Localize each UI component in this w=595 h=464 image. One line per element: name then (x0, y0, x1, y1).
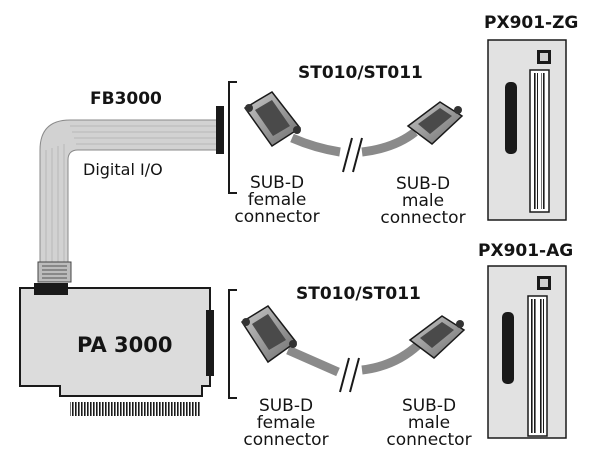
px901-zg-label: PX901-ZG (484, 13, 579, 33)
db-male-connector-icon (406, 101, 464, 145)
caption-line: female (256, 413, 316, 433)
male-connector-top-caption: SUB-D male connector (368, 176, 478, 227)
pa3000-label: PA 3000 (77, 333, 173, 357)
caption-line: SUB-D (249, 173, 305, 193)
bottom-cable (240, 305, 466, 393)
caption-line: connector (234, 207, 320, 227)
caption-line: SUB-D (258, 396, 314, 416)
digital-io-label: Digital I/O (83, 160, 163, 179)
px901-ag-board (487, 265, 567, 439)
caption-line: SUB-D (395, 174, 451, 194)
cable-break-icon (339, 357, 350, 393)
db-female-connector-icon (243, 91, 302, 148)
px901-zg-board (487, 39, 567, 221)
terminal-block-icon (529, 69, 550, 213)
top-slot-bracket (216, 81, 237, 194)
caption-line: male (407, 413, 451, 433)
male-connector-bottom-caption: SUB-D male connector (374, 398, 484, 449)
terminal-block-icon (527, 295, 548, 437)
caption-line: connector (386, 430, 472, 450)
caption-line: connector (243, 430, 329, 450)
caption-line: connector (380, 208, 466, 228)
st-top-label: ST010/ST011 (298, 63, 423, 83)
db-female-connector-icon (240, 305, 298, 364)
female-connector-bottom-caption: SUB-D female connector (231, 398, 341, 449)
female-connector-top-caption: SUB-D female connector (222, 175, 332, 226)
fb3000-label: FB3000 (90, 89, 162, 109)
fb3000-ribbon-cable (37, 119, 219, 283)
st-bottom-label: ST010/ST011 (296, 284, 421, 304)
cable-break-icon (342, 137, 353, 173)
top-cable (243, 91, 464, 173)
caption-line: male (401, 191, 445, 211)
px901-ag-label: PX901-AG (478, 241, 574, 261)
caption-line: female (247, 190, 307, 210)
db-male-connector-icon (408, 315, 466, 359)
pa3000-card (19, 283, 237, 416)
caption-line: SUB-D (401, 396, 457, 416)
